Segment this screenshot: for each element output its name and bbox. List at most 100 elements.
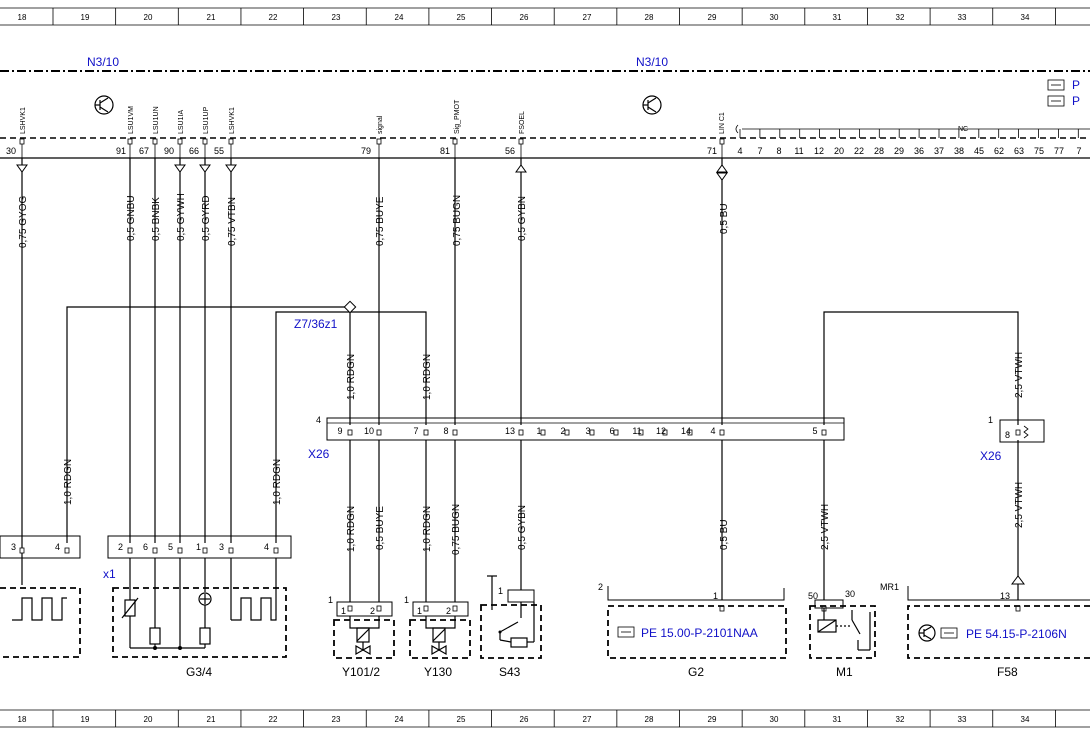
grid-col-31-bottom: 31: [833, 715, 842, 724]
grid-col-28-bottom: 28: [645, 715, 654, 724]
component-y130: 1 1 2 Y130: [404, 595, 471, 679]
x26-pin-1: 1: [536, 426, 541, 436]
pin-signal-lshvk1: LSHVK1: [20, 107, 27, 134]
grid-col-22-bottom: 22: [269, 715, 278, 724]
y130-pin-1: 1: [417, 606, 422, 616]
grid-col-34: 34: [1021, 13, 1030, 22]
ref-p-2: P: [1072, 94, 1080, 108]
grid-col-32-bottom: 32: [896, 715, 905, 724]
solenoid-valve-icon: [349, 616, 380, 656]
resistor-icon: [149, 627, 161, 645]
nc-label: NC: [958, 126, 968, 133]
wire-label-buye-y101: 0,5 BUYE: [375, 506, 386, 550]
grid-col-24-bottom: 24: [395, 715, 404, 724]
splice-label: Z7/36z1: [294, 317, 338, 331]
x26-pin-14: 14: [681, 426, 691, 436]
x26-pin-5: 5: [812, 426, 817, 436]
grid-col-24: 24: [395, 13, 404, 22]
square-wave-icon: [12, 597, 67, 621]
nc-pin-45: 45: [974, 146, 984, 156]
grid-col-32: 32: [896, 13, 905, 22]
nc-pin-63: 63: [1014, 146, 1024, 156]
pin-num-55: 55: [214, 146, 224, 156]
x26-pin-6: 6: [609, 426, 614, 436]
nc-pin-75: 75: [1034, 146, 1044, 156]
grid-col-29-bottom: 29: [708, 715, 717, 724]
wire-label-rdgn-left-b: 1,0 RDGN: [272, 459, 283, 505]
g2-pin-1: 1: [713, 591, 718, 601]
pin-signal-lin-c1: LIN C1: [719, 112, 726, 134]
grid-col-31: 31: [833, 13, 842, 22]
x26-pin-13: 13: [505, 426, 515, 436]
g2-corner: 2: [598, 582, 603, 592]
left-conn-pin-4: 4: [55, 542, 60, 552]
square-wave-icon: [231, 597, 277, 621]
transistor-icon: [94, 95, 114, 115]
grid-col-27-bottom: 27: [583, 715, 592, 724]
y101-pin-1: 1: [341, 606, 346, 616]
pin-num-67: 67: [139, 146, 149, 156]
x26-pin-11: 11: [632, 426, 641, 436]
grid-col-21: 21: [207, 13, 216, 22]
x26r-label: X26: [980, 449, 1002, 463]
grid-col-21-bottom: 21: [207, 715, 216, 724]
y130-corner: 1: [404, 595, 409, 605]
wire-label-vtwh-bottom: 2,5 VTWH: [1014, 482, 1025, 528]
y101-label: Y101/2: [342, 665, 380, 679]
lower-wire-labels: 1,0 RDGN 1,0 RDGN 1,0 RDGN 0,5 BUYE 1,0 …: [63, 459, 831, 555]
ref-p-1: P: [1072, 78, 1080, 92]
starter-relay-icon: [817, 608, 871, 651]
wire-label-rdgn-y101: 1,0 RDGN: [346, 506, 357, 552]
y101-corner: 1: [328, 595, 333, 605]
connector-x26-main: 4 X26 9 10 7 8 13 1 2 3 6 11 12 14 4 5: [308, 415, 845, 461]
f58-reference: PE 54.15-P-2106N: [966, 627, 1067, 641]
ecu-n3-10: N3/10 N3/10 P P: [0, 55, 1090, 159]
pin-signal-sig-pmot: Sig_PMOT: [454, 99, 461, 134]
grid-col-23: 23: [332, 13, 341, 22]
grid-col-33: 33: [958, 13, 967, 22]
g34-conn-label: x1: [103, 567, 116, 581]
wire-label-gybn: 0,5 GYBN: [517, 196, 528, 241]
x26-pin-9: 9: [337, 426, 342, 436]
pin-num-81: 81: [440, 146, 450, 156]
nc-pin-7: 7: [757, 146, 762, 156]
grid-col-33-bottom: 33: [958, 715, 967, 724]
ecu-label-left: N3/10: [87, 55, 119, 69]
transistor-icon: [642, 95, 662, 115]
component-f58: MR1 13 PE 54.15-P-2106N F58: [880, 582, 1090, 679]
pin-signal-lsu1ia: LSU1IA: [178, 110, 185, 134]
left-sensor-partial: 3 4: [0, 535, 81, 658]
wire-label-vtwh-top: 2,5 VTWH: [1014, 352, 1025, 398]
pin-signal-fsoel: FSOEL: [519, 111, 526, 134]
component-g2: 2 1 PE 15.00-P-2101NAA G2: [598, 582, 787, 679]
g34-pin-2: 2: [118, 542, 123, 552]
wire-label-bu: 0,5 BU: [719, 203, 730, 234]
nc-pin-38: 38: [954, 146, 964, 156]
component-y101-2: 1 1 2 Y101/2: [328, 595, 395, 679]
wire-label-gyog: 0,75 GYOG: [18, 196, 29, 248]
pin-num-30: 30: [6, 146, 16, 156]
y130-label: Y130: [424, 665, 452, 679]
pin-num-90: 90: [164, 146, 174, 156]
pin-num-56: 56: [505, 146, 515, 156]
nc-pin-12: 12: [814, 146, 824, 156]
grid-col-34-bottom: 34: [1021, 715, 1030, 724]
resistor-icon: [199, 627, 211, 645]
m1-label: M1: [836, 665, 853, 679]
component-s43: 1 S43: [480, 575, 542, 679]
wire-label-gywh: 0,5 GYWH: [176, 193, 187, 241]
wire-label-vtwh-m1: 2,5 VTWH: [820, 504, 831, 550]
oil-level-switch-icon: [498, 602, 535, 648]
x26r-pin-8: 8: [1005, 430, 1010, 440]
ecu-pins: 30 LSHVK1 0,75 GYOG 91 LSU1VM 0,5 GNBU 6…: [6, 99, 730, 248]
nc-pin-36: 36: [914, 146, 924, 156]
component-g3-4: x1 2 6 5 1 3 4 G3/4: [103, 535, 292, 679]
wire-label-gybn-s43: 0,5 GYBN: [517, 505, 528, 550]
nc-pin-11: 11: [794, 146, 803, 156]
grid-col-18-bottom: 18: [18, 715, 27, 724]
x26-corner-pin: 4: [316, 415, 321, 425]
pin-markers: [16, 138, 1025, 612]
wire-label-rdgn-splice-b: 1,0 RDGN: [422, 354, 433, 400]
nc-pin-8: 8: [776, 146, 781, 156]
x26r-corner-pin: 1: [988, 415, 993, 425]
